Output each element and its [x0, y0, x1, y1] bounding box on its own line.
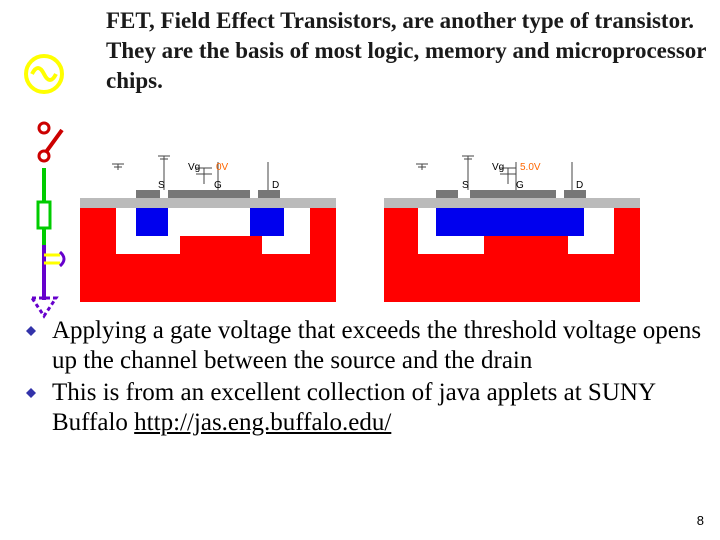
gate-voltage-label: 0V [216, 162, 229, 173]
diamond-bullet-icon [26, 326, 36, 336]
channel-bump [484, 236, 568, 254]
gate-contact [470, 190, 556, 198]
bullet-list: Applying a gate voltage that exceeds the… [26, 316, 706, 440]
oxide-layer [384, 198, 640, 208]
source-label: S [462, 180, 469, 191]
drain-label: D [272, 180, 279, 191]
resistor-icon [36, 168, 52, 245]
drain-contact [564, 190, 586, 198]
circuit-icons [24, 54, 66, 319]
slide-title: FET, Field Effect Transistors, are anoth… [106, 8, 707, 93]
source-contact [136, 190, 160, 198]
fet-diagram-off: Vg 0V S G D [80, 155, 336, 302]
inversion-channel [436, 208, 584, 236]
gate-label: G [214, 180, 222, 191]
gate-contact [168, 190, 250, 198]
fet-diagram-on: Vg 5.0V S G D [384, 155, 640, 302]
gate-label: G [516, 180, 524, 191]
switch-icon [37, 121, 64, 163]
bullet-text: Applying a gate voltage that exceeds the… [52, 317, 702, 374]
source-label: S [158, 180, 165, 191]
drain-region [250, 208, 284, 236]
vg-label: Vg [188, 162, 200, 173]
drain-label: D [576, 180, 583, 191]
bullet-text: This is from an excellent collection of … [52, 379, 656, 436]
wiring [112, 155, 269, 190]
buffalo-applets-link[interactable]: http://jas.eng.buffalo.edu/ [134, 409, 392, 436]
gate-voltage-label: 5.0V [520, 162, 541, 173]
vg-label: Vg [492, 162, 504, 173]
page-number: 8 [696, 513, 704, 528]
bullet-item: This is from an excellent collection of … [26, 378, 706, 438]
source-contact [436, 190, 458, 198]
channel-bump [180, 236, 262, 254]
bullet-item: Applying a gate voltage that exceeds the… [26, 316, 706, 376]
drain-contact [258, 190, 280, 198]
wiring [416, 155, 573, 190]
ground-icon [29, 296, 59, 319]
diamond-bullet-icon [26, 388, 36, 398]
source-region [136, 208, 168, 236]
ac-source-icon [24, 54, 64, 94]
capacitor-icon [42, 245, 66, 300]
oxide-layer [80, 198, 336, 208]
